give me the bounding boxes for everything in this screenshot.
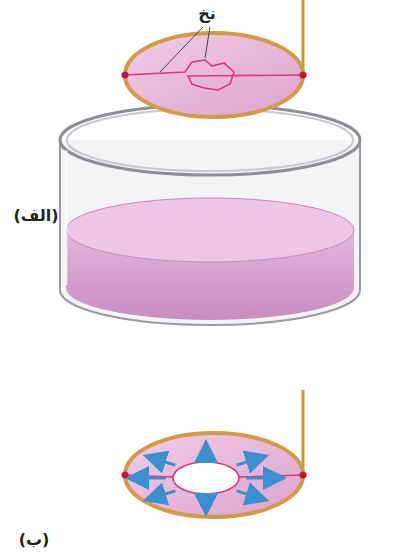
part-label: نخ bbox=[198, 4, 216, 23]
figure-label: (ب) bbox=[19, 530, 50, 549]
glass-dish bbox=[60, 105, 360, 325]
tension-arrow bbox=[237, 457, 264, 465]
tension-arrow bbox=[149, 457, 176, 465]
tension-arrows bbox=[131, 445, 281, 511]
tension-arrow bbox=[205, 445, 208, 458]
figure-label: (الف) bbox=[13, 206, 58, 225]
tension-arrow bbox=[131, 477, 166, 480]
tension-arrow bbox=[149, 491, 176, 499]
tension-arrow bbox=[237, 491, 264, 499]
wire-ring-with-hole bbox=[122, 390, 307, 517]
tension-arrow bbox=[205, 498, 208, 511]
tension-arrow bbox=[246, 477, 281, 480]
wire-ring-with-film bbox=[122, 0, 307, 117]
